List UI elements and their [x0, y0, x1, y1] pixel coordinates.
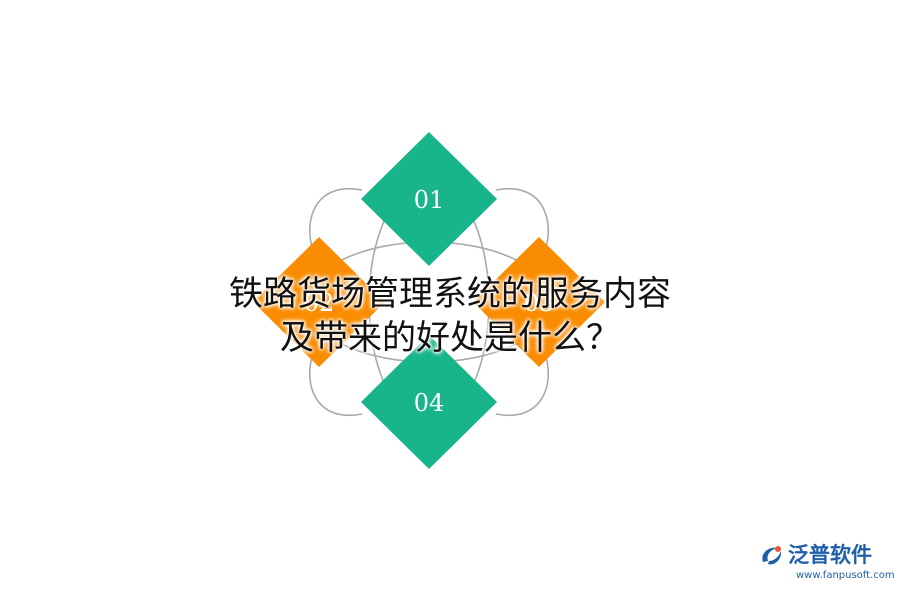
logo-name: 泛普软件 — [788, 543, 872, 567]
diamond-item-03: 03 — [473, 237, 605, 367]
page-title: 铁路货场管理系统的服务内容 及带来的好处是什么？ — [0, 272, 900, 360]
logo-url: www.fanpusoft.com — [796, 570, 895, 581]
title-line-2: 及带来的好处是什么？ — [280, 318, 620, 358]
diamond-shape-01 — [361, 132, 497, 266]
diamond-number-04: 04 — [414, 389, 445, 417]
diamond-item-04: 04 — [361, 335, 497, 469]
diamond-shape-02 — [253, 237, 385, 367]
title-line-1: 铁路货场管理系统的服务内容 — [229, 274, 671, 314]
diamond-number-03: 03 — [524, 289, 555, 317]
diamond-shape-03 — [473, 237, 605, 367]
diamond-item-01: 01 — [361, 132, 497, 266]
fanpu-logo: 泛普软件 www.fanpusoft.com — [758, 542, 895, 582]
diamond-number-01: 01 — [414, 186, 445, 214]
diamond-item-02: 02 — [253, 237, 385, 367]
diamond-shape-04 — [361, 335, 497, 469]
diamond-number-02: 02 — [304, 289, 335, 317]
fanpu-logo-icon — [762, 546, 782, 565]
